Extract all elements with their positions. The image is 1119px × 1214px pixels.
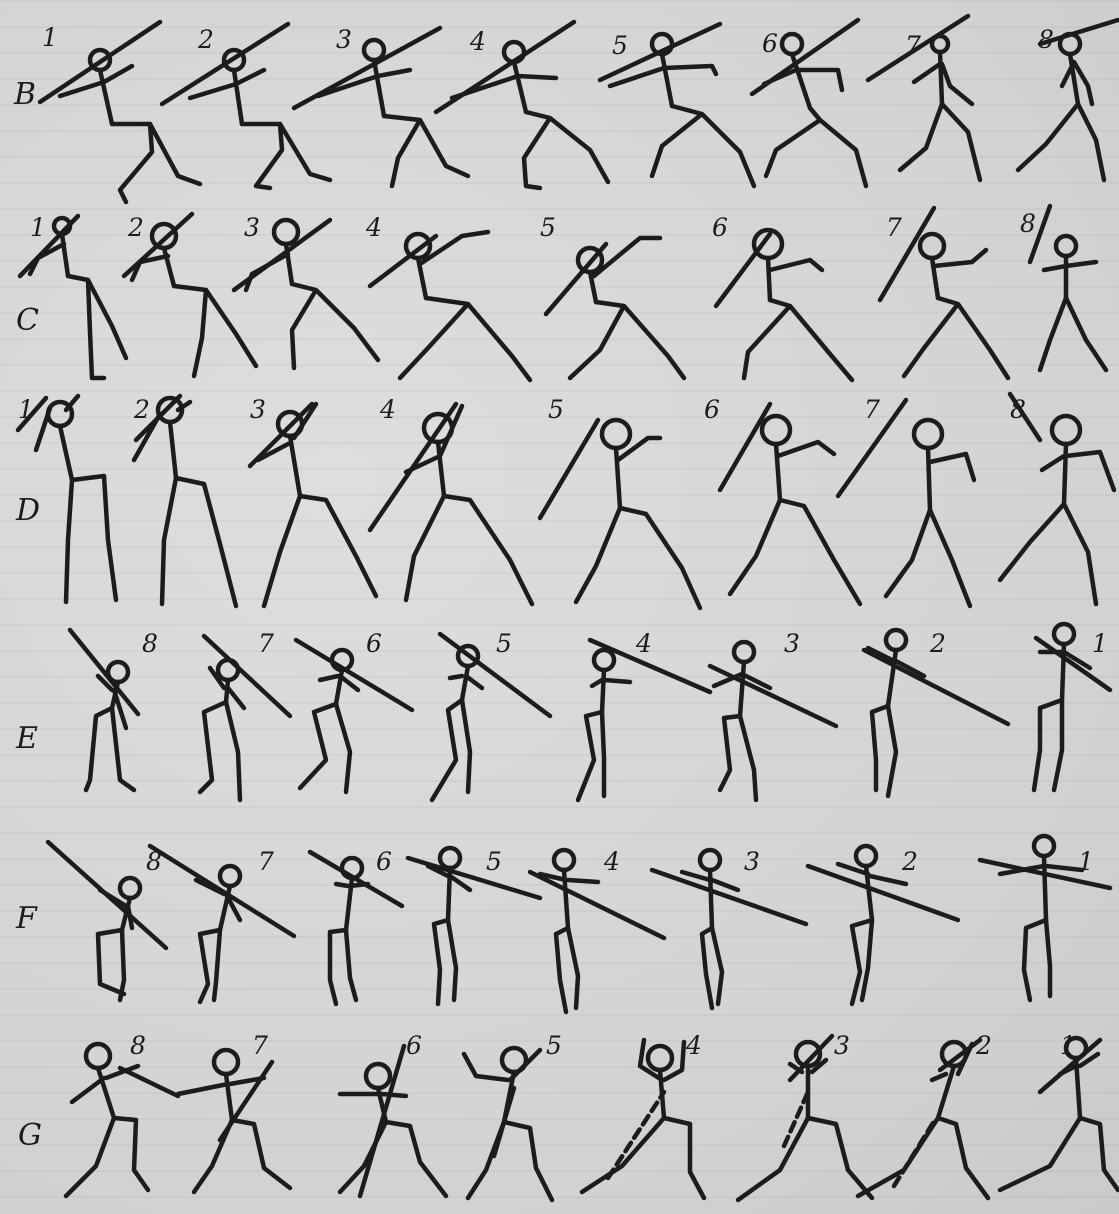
frame-number: 2 xyxy=(197,25,214,54)
frame-number: 3 xyxy=(834,1031,850,1060)
stick-figure-e-3 xyxy=(710,642,836,800)
frame-number: 3 xyxy=(784,629,800,658)
frame-number: 2 xyxy=(975,1031,992,1060)
frame-number: 3 xyxy=(744,847,760,876)
frame-number: 4 xyxy=(365,213,382,242)
frame-number: 1 xyxy=(1092,629,1108,658)
frame-number: 4 xyxy=(685,1031,702,1060)
frame-number: 6 xyxy=(366,629,382,658)
frame-number: 6 xyxy=(762,29,778,58)
frame-number: 5 xyxy=(612,31,628,60)
row-letter-b: B xyxy=(13,77,36,112)
stick-figure-c-5 xyxy=(546,238,684,378)
frame-number: 5 xyxy=(540,213,556,242)
frame-number: 2 xyxy=(901,847,918,876)
frame-number: 5 xyxy=(548,395,564,424)
stick-figure-g-5 xyxy=(464,1048,552,1200)
stick-figure-f-4 xyxy=(530,850,664,1012)
frame-number: 6 xyxy=(376,847,392,876)
stick-figure-b-7 xyxy=(868,16,980,180)
stick-figure-c-8 xyxy=(1030,206,1106,370)
row-letter-e: E xyxy=(15,721,38,756)
stick-figure-c-4 xyxy=(370,232,530,380)
frame-number: 6 xyxy=(704,395,720,424)
stick-figure-g-1 xyxy=(1000,1038,1118,1190)
row-letter-d: D xyxy=(15,493,40,528)
frame-number: 4 xyxy=(469,27,486,56)
stick-figure-d-7 xyxy=(838,400,974,606)
frame-number: 1 xyxy=(42,23,58,52)
frame-number: 7 xyxy=(886,213,902,242)
row-letter-c: C xyxy=(16,303,39,338)
stick-figure-b-4 xyxy=(436,22,608,188)
frame-number: 5 xyxy=(486,847,502,876)
stick-figure-d-5 xyxy=(540,420,700,608)
stick-figure-g-6 xyxy=(340,1046,446,1196)
stick-figure-e-5 xyxy=(432,634,550,800)
stick-figure-e-8 xyxy=(70,630,138,790)
frame-number: 3 xyxy=(244,213,260,242)
frame-number: 7 xyxy=(258,629,274,658)
stick-figure-b-1 xyxy=(40,22,200,202)
frame-number: 7 xyxy=(864,395,880,424)
stick-figure-e-4 xyxy=(578,640,710,800)
stick-figure-f-2 xyxy=(808,846,958,1004)
frame-number: 6 xyxy=(712,213,728,242)
stick-figure-e-6 xyxy=(296,640,412,792)
frame-number: 1 xyxy=(30,213,46,242)
row-letter-f: F xyxy=(15,901,38,936)
frame-number: 3 xyxy=(250,395,266,424)
frame-number: 8 xyxy=(130,1031,146,1060)
frame-number: 3 xyxy=(336,25,352,54)
stick-figure-f-3 xyxy=(652,850,806,1008)
stick-figure-d-8 xyxy=(1000,394,1114,604)
stick-figure-d-3 xyxy=(250,404,376,606)
stick-figure-e-7 xyxy=(200,636,290,800)
frame-number: 5 xyxy=(496,629,512,658)
stick-figure-c-3 xyxy=(234,220,378,368)
frame-number: 2 xyxy=(133,395,150,424)
stick-figure-f-5 xyxy=(408,848,540,1004)
stick-figure-c-6 xyxy=(716,230,852,380)
frame-number: 8 xyxy=(1020,209,1036,238)
frame-number: 4 xyxy=(379,395,396,424)
frame-number: 4 xyxy=(635,629,652,658)
stick-figure-d-6 xyxy=(720,404,860,604)
frame-number: 8 xyxy=(142,629,158,658)
frame-number: 2 xyxy=(929,629,946,658)
stick-figure-g-8 xyxy=(66,1044,178,1196)
frame-number: 7 xyxy=(252,1031,268,1060)
frame-number: 6 xyxy=(406,1031,422,1060)
frame-number: 4 xyxy=(603,847,620,876)
stick-figure-b-2 xyxy=(162,24,330,188)
stick-figure-d-4 xyxy=(370,404,532,604)
stick-figure-g-4 xyxy=(582,1040,704,1198)
stick-figure-g-2 xyxy=(858,1040,988,1198)
stick-figure-d-2 xyxy=(134,396,236,606)
frame-number: 2 xyxy=(127,213,144,242)
frame-number: 5 xyxy=(546,1031,562,1060)
stick-figure-g-3 xyxy=(738,1036,872,1200)
frame-number: 7 xyxy=(258,847,274,876)
row-letter-g: G xyxy=(18,1118,42,1153)
stick-figure-g-7 xyxy=(178,1050,290,1192)
stick-figure-b-8 xyxy=(1018,20,1118,180)
